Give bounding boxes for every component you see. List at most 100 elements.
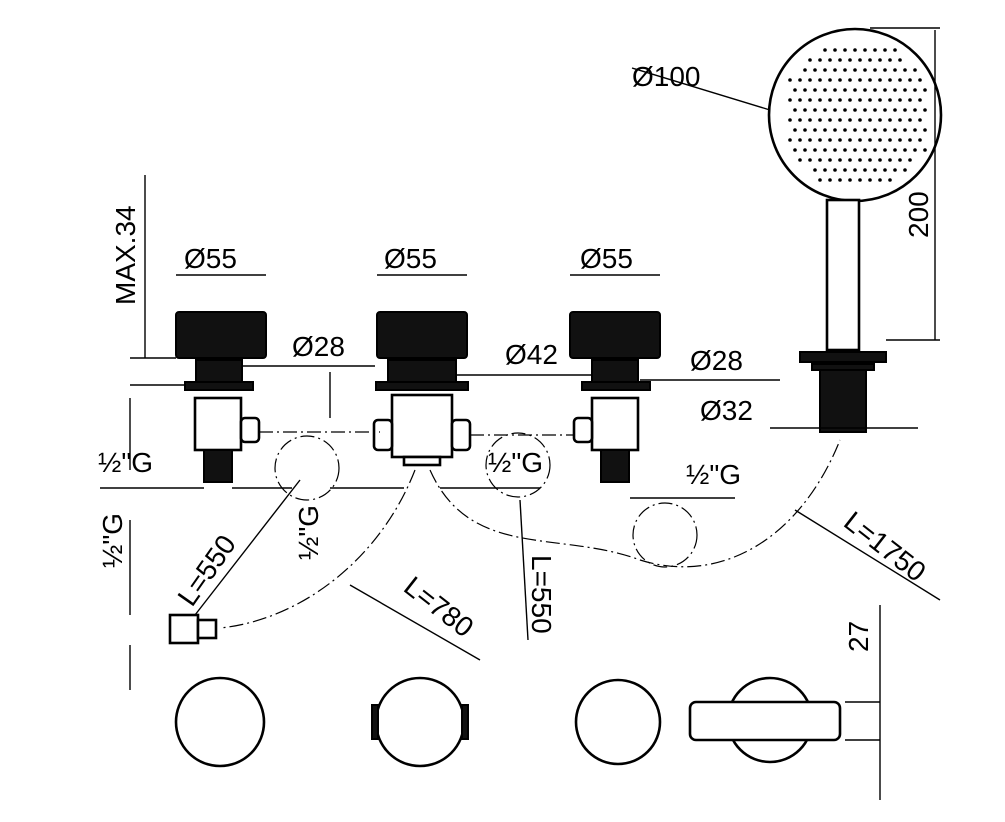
nozzle-dot [803, 148, 807, 152]
thread-label: ½"G [293, 505, 324, 560]
nozzle-dot [908, 78, 912, 82]
nozzle-dot [893, 48, 897, 52]
nozzle-dot [858, 158, 862, 162]
nozzle-dot [813, 88, 817, 92]
nozzle-dot [883, 48, 887, 52]
nozzle-dot [923, 148, 927, 152]
nozzle-dot [828, 138, 832, 142]
nozzle-dot [828, 58, 832, 62]
nozzle-dot [888, 138, 892, 142]
nozzle-dot [893, 68, 897, 72]
nozzle-dot [788, 138, 792, 142]
nozzle-dot [848, 138, 852, 142]
nozzle-dot [903, 148, 907, 152]
nozzle-dot [848, 178, 852, 182]
stem-center-label: Ø42 [505, 339, 558, 370]
nozzle-dot [823, 48, 827, 52]
nozzle-dot [798, 78, 802, 82]
nozzle-dot [798, 158, 802, 162]
nozzle-dot [868, 178, 872, 182]
nozzle-dot [838, 98, 842, 102]
nozzle-dot [873, 68, 877, 72]
nozzle-dot [813, 108, 817, 112]
nozzle-dot [863, 88, 867, 92]
nozzle-dot [813, 128, 817, 132]
nozzle-dot [898, 98, 902, 102]
nozzle-dot [798, 98, 802, 102]
nozzle-dot [843, 108, 847, 112]
shower-head-diameter-label: Ø100 [632, 61, 701, 92]
nozzle-dot [833, 128, 837, 132]
nozzle-dot [818, 98, 822, 102]
nozzle-dot [858, 118, 862, 122]
nozzle-dot [843, 148, 847, 152]
nozzle-dot [893, 128, 897, 132]
hose-center-right-label: L=550 [526, 555, 557, 634]
nozzle-dot [883, 128, 887, 132]
nozzle-dot [908, 118, 912, 122]
nozzle-dot [858, 98, 862, 102]
nozzle-dot [818, 158, 822, 162]
nozzle-dot [868, 118, 872, 122]
nozzle-dot [878, 78, 882, 82]
nozzle-dot [803, 88, 807, 92]
nozzle-dot [923, 108, 927, 112]
nozzle-dot [848, 158, 852, 162]
nozzle-dot [893, 168, 897, 172]
nozzle-dot [888, 178, 892, 182]
nozzle-dot [843, 168, 847, 172]
nozzle-dot [823, 88, 827, 92]
nozzle-dot [808, 78, 812, 82]
nozzle-dot [848, 58, 852, 62]
nozzle-dot [823, 128, 827, 132]
nozzle-dot [838, 118, 842, 122]
nozzle-dot [848, 118, 852, 122]
nozzle-dot [803, 128, 807, 132]
nozzle-dot [793, 128, 797, 132]
thread-label: ½"G [97, 513, 128, 568]
right-valve [569, 311, 661, 483]
nozzle-dot [808, 58, 812, 62]
nozzle-dot [838, 58, 842, 62]
nozzle-dot [898, 158, 902, 162]
thread-label: ½"G [488, 447, 543, 478]
nozzle-dot [873, 108, 877, 112]
nozzle-dot [858, 78, 862, 82]
nozzle-dot [913, 148, 917, 152]
nozzle-dot [898, 118, 902, 122]
knob-diameter-label: Ø55 [184, 243, 237, 274]
nozzle-dot [863, 168, 867, 172]
nozzle-dot [873, 88, 877, 92]
nozzle-dot [878, 58, 882, 62]
nozzle-dot [873, 168, 877, 172]
nozzle-dot [843, 68, 847, 72]
nozzle-dot [833, 148, 837, 152]
nozzle-dot [823, 168, 827, 172]
nozzle-dot [923, 88, 927, 92]
nozzle-dot [893, 148, 897, 152]
nozzle-dot [883, 168, 887, 172]
nozzle-dot [883, 68, 887, 72]
shower-base-label: Ø32 [700, 395, 753, 426]
nozzle-dot [913, 108, 917, 112]
knob-diameter-label: Ø55 [384, 243, 437, 274]
nozzle-dot [843, 88, 847, 92]
nozzle-dot [833, 68, 837, 72]
left-valve [175, 311, 267, 483]
nozzle-dot [863, 108, 867, 112]
nozzle-dot [903, 128, 907, 132]
nozzle-dot [853, 168, 857, 172]
nozzle-dot [863, 128, 867, 132]
nozzle-dot [818, 118, 822, 122]
nozzle-dot [913, 128, 917, 132]
nozzle-dot [868, 58, 872, 62]
nozzle-dot [828, 78, 832, 82]
nozzle-dot [918, 118, 922, 122]
nozzle-dot [788, 98, 792, 102]
stem-left-label: Ø28 [292, 331, 345, 362]
nozzle-dot [893, 108, 897, 112]
nozzle-dot [888, 78, 892, 82]
nozzle-dot [833, 48, 837, 52]
nozzle-dot [858, 58, 862, 62]
